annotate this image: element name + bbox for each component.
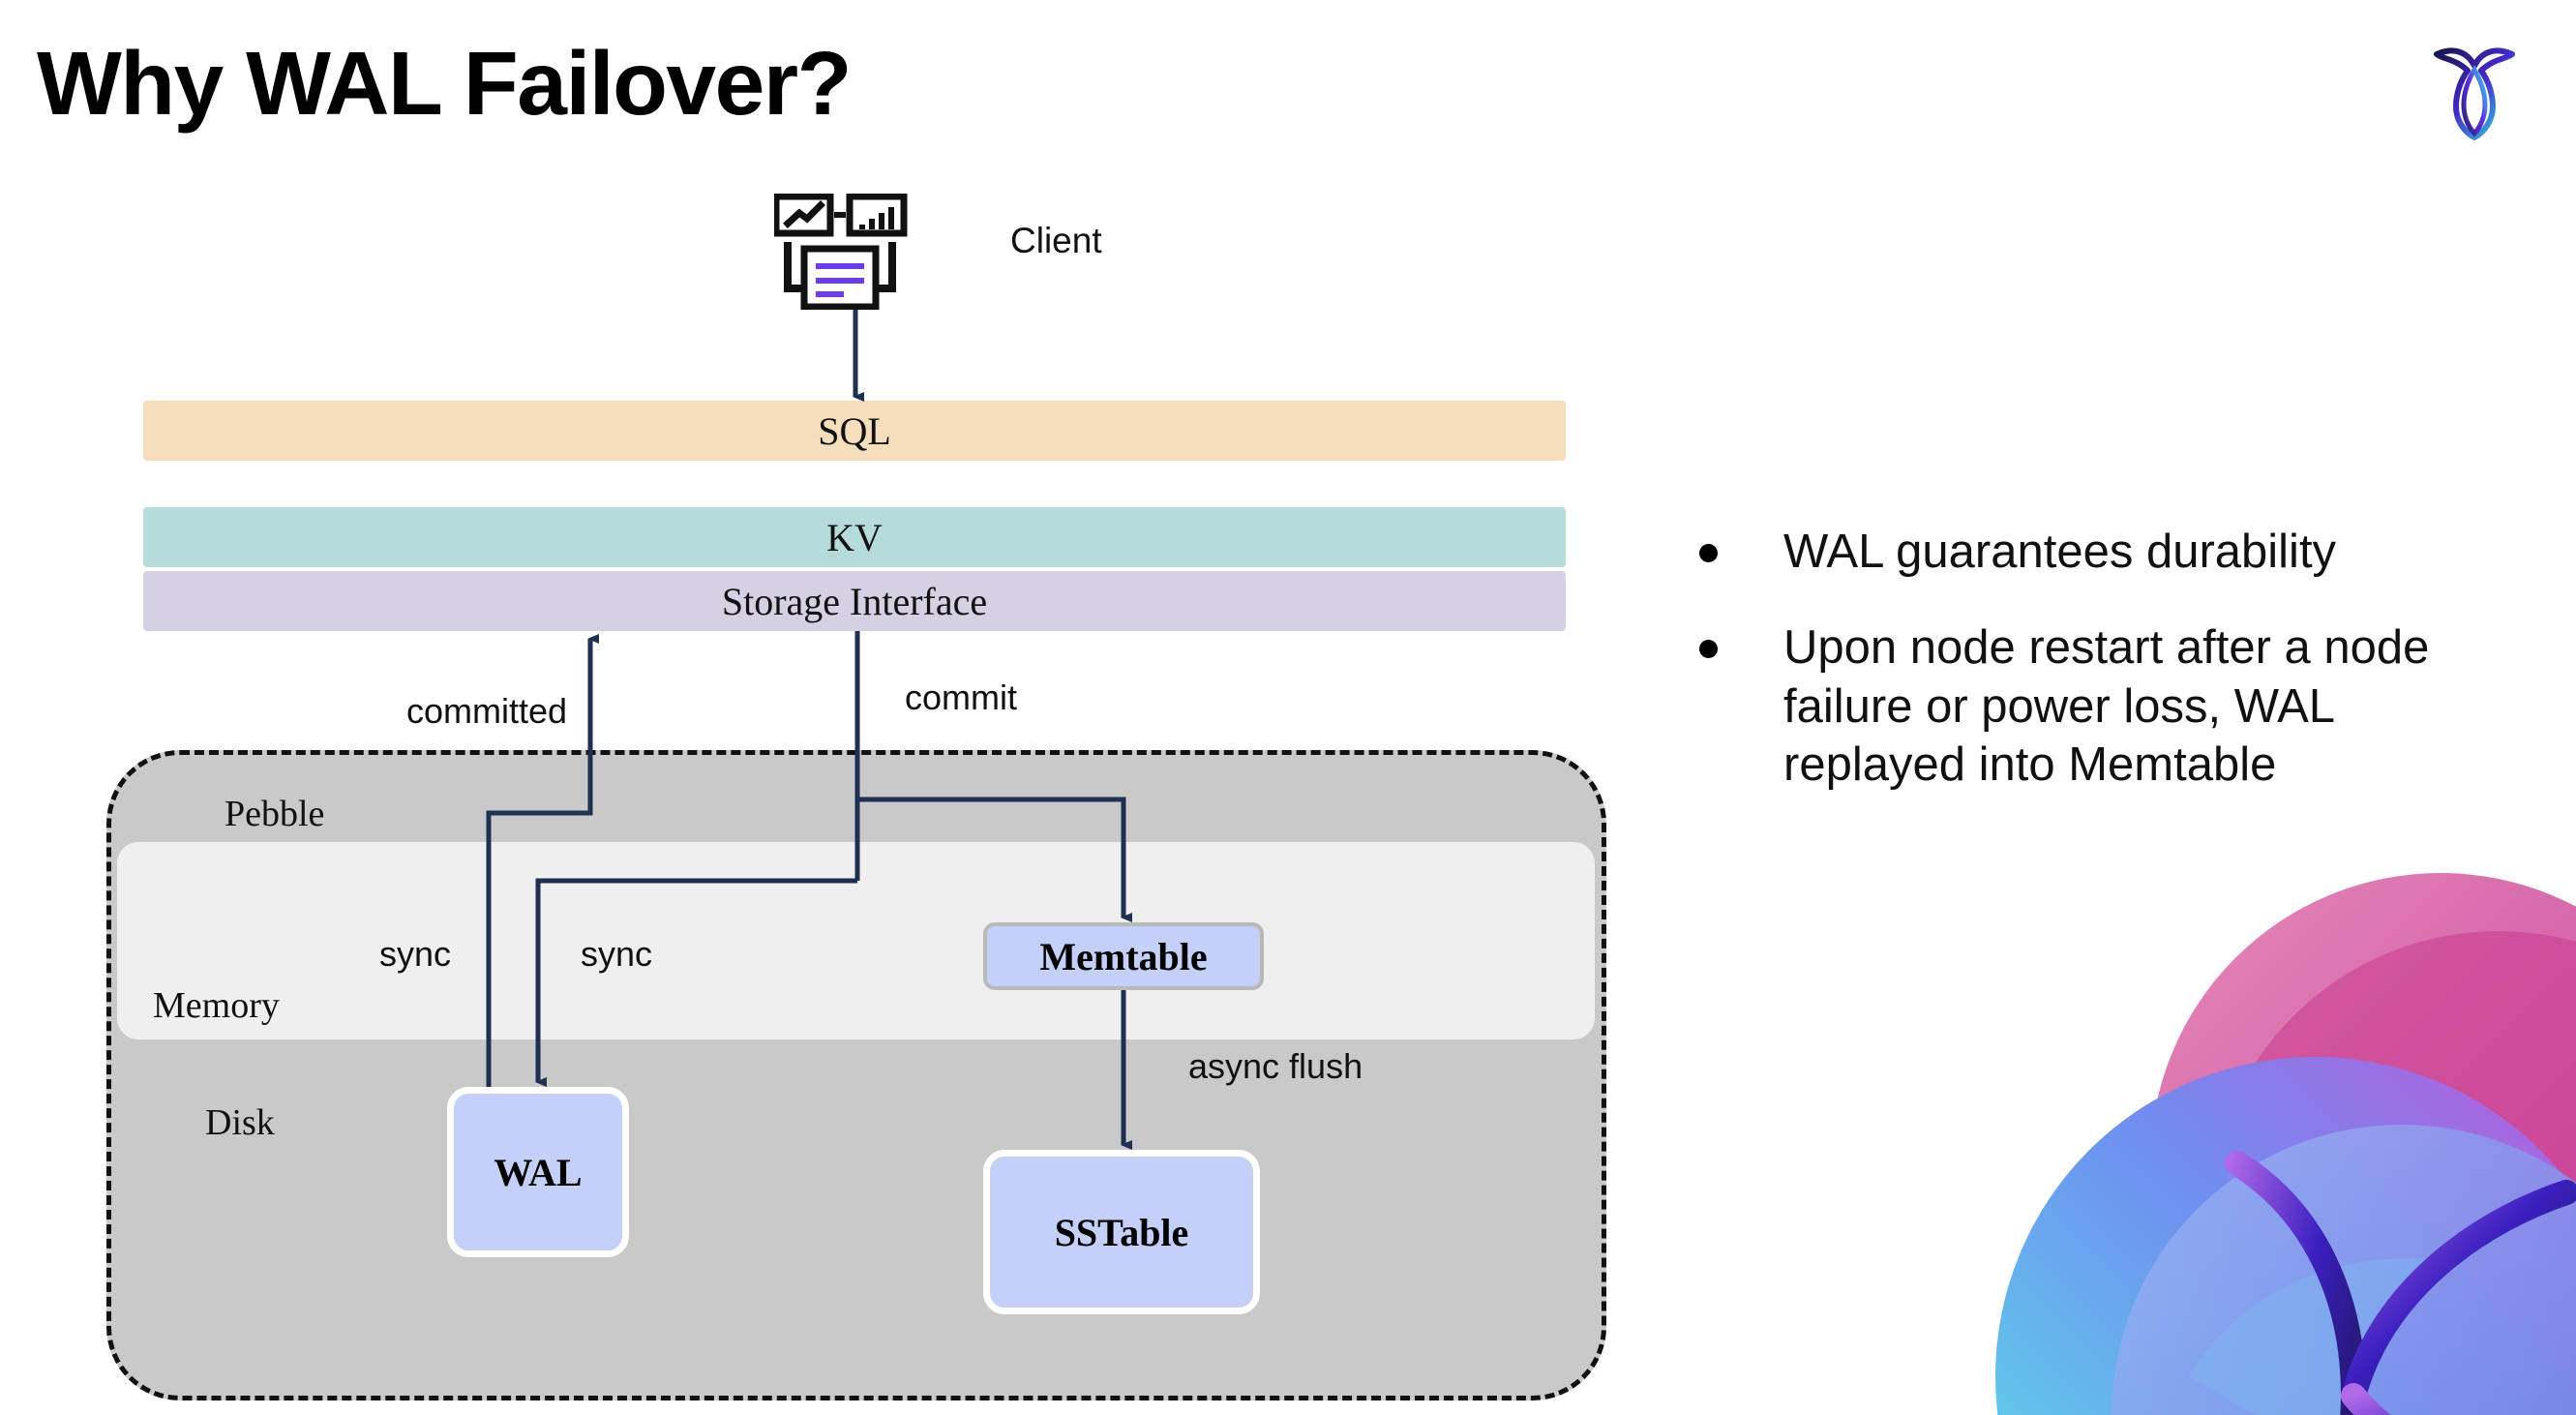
node-sstable-label: SSTable [1054, 1210, 1189, 1254]
edge-label-commit: commit [905, 677, 1017, 717]
memory-label: Memory [153, 985, 280, 1026]
cockroachdb-logo [2417, 27, 2531, 141]
node-memtable-label: Memtable [1039, 934, 1208, 978]
bullet-text: WAL guarantees durability [1783, 526, 2337, 578]
node-wal: WAL [447, 1087, 629, 1257]
list-item: WAL guarantees durability [1699, 523, 2502, 582]
layer-bar-sql: SQL [143, 401, 1566, 461]
layer-bar-kv-label: KV [826, 515, 883, 559]
bullet-dot-icon [1699, 639, 1718, 658]
layer-bar-sql-label: SQL [818, 408, 891, 453]
cockroachdb-corner-graphic [1899, 873, 2576, 1415]
pebble-label: Pebble [225, 794, 325, 834]
client-dashboard-icon [772, 193, 929, 311]
node-memtable: Memtable [983, 922, 1264, 990]
node-wal-label: WAL [494, 1150, 583, 1194]
bullet-list: WAL guarantees durability Upon node rest… [1699, 523, 2502, 831]
layer-bar-storage-interface: Storage Interface [143, 571, 1566, 631]
memory-region [117, 842, 1595, 1039]
edge-label-committed: committed [406, 691, 568, 731]
bullet-dot-icon [1699, 544, 1718, 562]
edge-label-async-flush: async flush [1188, 1046, 1363, 1086]
bullet-text: Upon node restart after a node failure o… [1783, 620, 2430, 792]
layer-bar-storage-interface-label: Storage Interface [721, 579, 988, 623]
edge-label-sync-right: sync [581, 934, 653, 974]
layer-bar-kv: KV [143, 507, 1566, 567]
page-title: Why WAL Failover? [37, 33, 852, 134]
list-item: Upon node restart after a node failure o… [1699, 618, 2502, 795]
edge-label-sync-left: sync [379, 934, 452, 974]
client-label: Client [1010, 221, 1102, 260]
disk-label: Disk [205, 1102, 275, 1143]
node-sstable: SSTable [983, 1150, 1260, 1314]
